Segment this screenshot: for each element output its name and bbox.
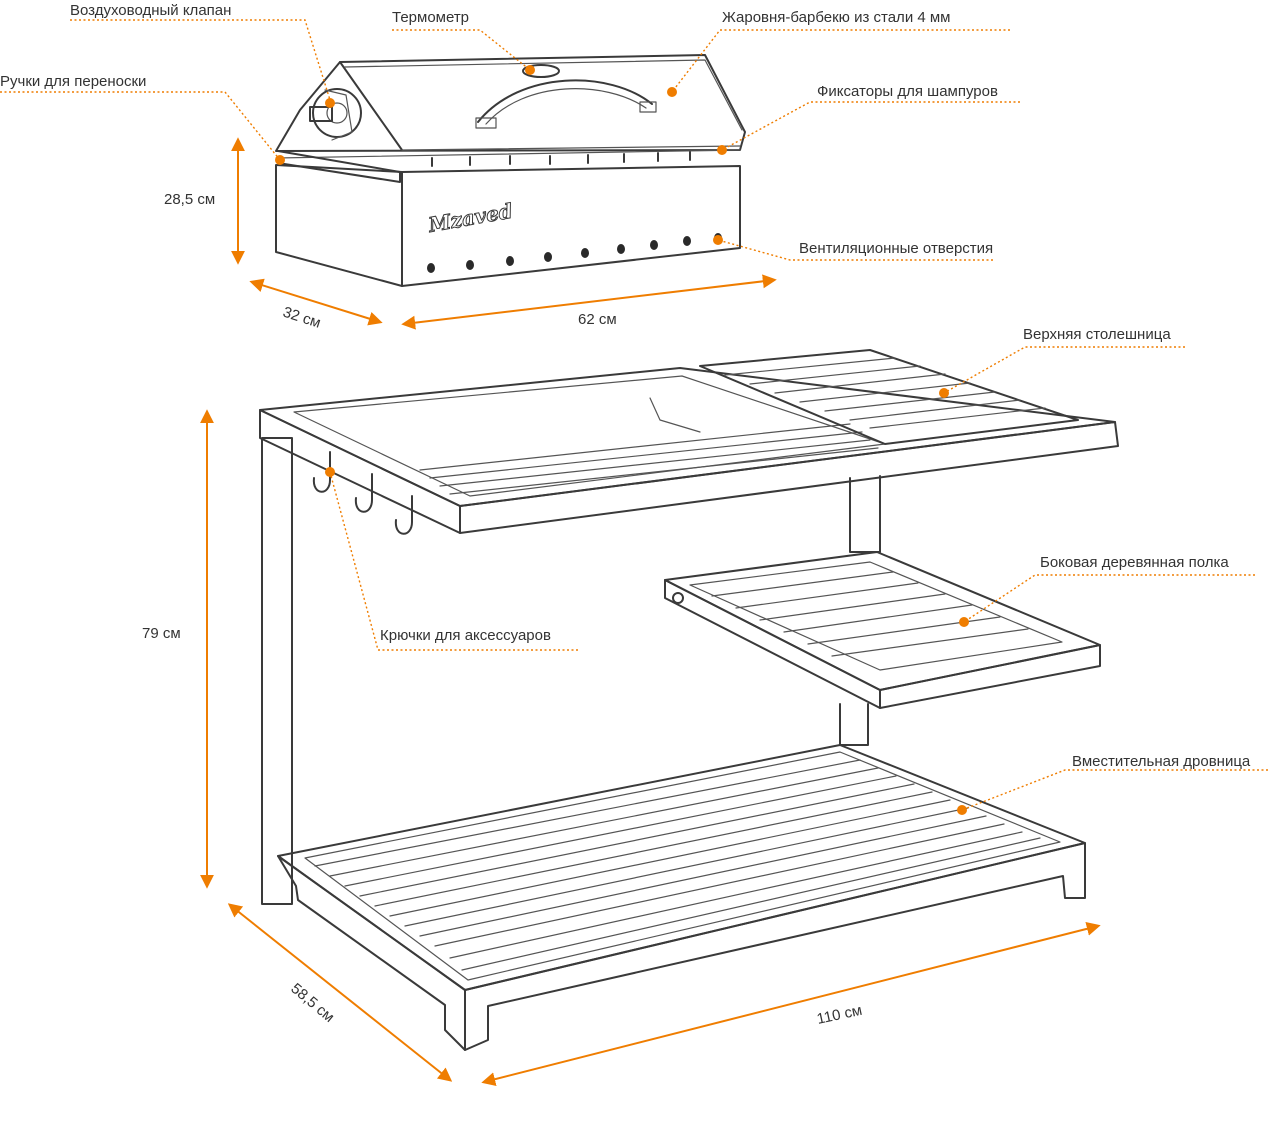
air-valve-marker [325, 98, 335, 108]
firewood-marker [957, 805, 967, 815]
rack-bars [314, 759, 1041, 971]
label-side-shelf: Боковая деревянная полка [1040, 554, 1229, 571]
label-hooks: Крючки для аксессуаров [380, 627, 551, 644]
top-wood-tabletop [699, 349, 1079, 445]
label-air-valve: Воздуховодный клапан [70, 2, 231, 19]
accessory-hooks [312, 451, 413, 535]
side-shelf-marker [959, 617, 969, 627]
brazier-body [275, 164, 741, 287]
handles-marker [275, 155, 285, 165]
air-valve [309, 88, 362, 141]
skewer-locks-marker [717, 145, 727, 155]
brazier-marker [667, 87, 677, 97]
carry-handle [277, 150, 401, 183]
skewer-slots [431, 151, 691, 167]
dim-stand-depth: 58,5 см [287, 980, 337, 1026]
hooks-marker [325, 467, 335, 477]
dim-brazier-depth: 32 см [281, 304, 323, 332]
lid-handle [477, 79, 653, 123]
front-left-leg [261, 437, 293, 905]
thermometer-gauge [522, 64, 560, 78]
label-firewood-rack: Вместительная дровница [1072, 753, 1251, 770]
label-top-tabletop: Верхняя столешница [1023, 326, 1171, 343]
vents-marker [713, 235, 723, 245]
tabletop-marker [939, 388, 949, 398]
label-brazier: Жаровня-барбекю из стали 4 мм [722, 9, 951, 26]
dim-brazier-height: 28,5 см [164, 191, 215, 208]
brand-logo: Mzaved [426, 199, 515, 238]
label-vents: Вентиляционные отверстия [799, 240, 993, 257]
callout-dots [275, 65, 969, 815]
label-carry-handles: Ручки для переноски [0, 73, 146, 90]
dim-stand-length: 110 см [815, 1002, 863, 1028]
dimension-arrows [200, 137, 1101, 1087]
label-thermometer: Термометр [392, 9, 469, 26]
callout-leaders [0, 19, 1268, 811]
dim-brazier-length: 62 см [578, 311, 617, 328]
label-skewer-locks: Фиксаторы для шампуров [817, 83, 998, 100]
thermometer-marker [525, 65, 535, 75]
stand-drawing [259, 349, 1119, 1051]
dim-stand-height: 79 см [142, 625, 181, 642]
